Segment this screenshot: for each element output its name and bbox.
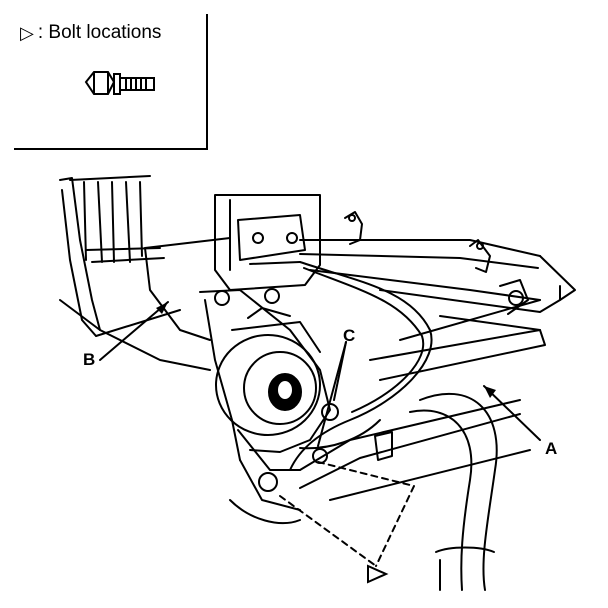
flange-bolt-icon — [84, 71, 155, 95]
rail-brackets — [344, 211, 529, 315]
front-leg-tube — [409, 392, 498, 591]
legend-box — [14, 14, 208, 150]
seat-cushion-frame — [144, 237, 576, 381]
leader-arrow-a — [484, 386, 496, 398]
wiring-harness — [289, 261, 433, 471]
callout-b: B — [83, 350, 96, 369]
bolt-location-symbol-icon: ▷ — [20, 23, 34, 43]
motor-assembly — [199, 289, 339, 511]
bolt-location-dashed — [279, 461, 415, 567]
legend-heading: ▷ : Bolt locations — [20, 22, 161, 44]
bolt-location-marker-icon — [367, 564, 389, 584]
leader-lines — [99, 301, 541, 447]
upper-bracket-plate — [214, 194, 321, 306]
leader-arrow-b — [156, 302, 168, 314]
seat-back-frame — [59, 175, 165, 337]
legend-label: : Bolt locations — [37, 22, 162, 43]
callout-a: A — [545, 439, 558, 458]
callout-c: C — [343, 326, 356, 345]
front-cross-bar — [299, 399, 531, 501]
lower-frame — [59, 299, 301, 525]
